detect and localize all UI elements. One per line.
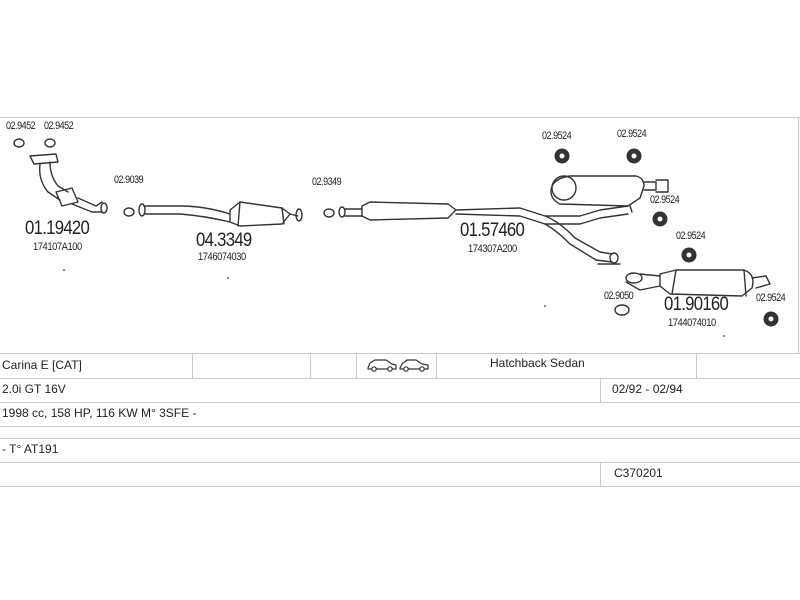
car-icon [367, 359, 429, 372]
vehicle-model: Carina E [CAT] [2, 358, 82, 372]
centre-pipe-drawing [338, 175, 669, 265]
gasket-ring-3 [123, 207, 135, 217]
diagram-right-border [798, 118, 799, 354]
fitting-code-hanger-2: 02.9524 [617, 128, 647, 140]
column-divider [356, 354, 357, 378]
hanger-1 [554, 148, 570, 164]
hanger-4 [681, 247, 697, 263]
fitting-code-gasket-5: 02.9050 [604, 290, 634, 302]
gasket-ring-2 [44, 138, 56, 148]
fitting-code-hanger-4: 02.9524 [676, 230, 706, 242]
column-divider [310, 354, 311, 378]
fitting-code-hanger-5: 02.9524 [756, 292, 786, 304]
part-code-front-pipe: 01.19420 [25, 218, 90, 239]
vehicle-body-type: Hatchback Sedan [490, 356, 585, 370]
table-row: 1998 cc, 158 HP, 116 KW M° 3SFE - [0, 402, 800, 427]
table-row: C370201 [0, 462, 800, 487]
column-divider [192, 354, 193, 378]
fitting-code-hanger-1: 02.9524 [542, 130, 572, 142]
gasket-ring-4 [323, 208, 335, 218]
diagram-top-border [0, 117, 800, 118]
part-code-rear-silencer: 01.90160 [664, 294, 729, 315]
column-divider [696, 354, 697, 378]
table-row [0, 426, 800, 439]
part-code-catalytic-converter: 04.3349 [196, 230, 252, 251]
gasket-ring-1 [13, 138, 25, 148]
part-code-centre-pipe: 01.57460 [460, 220, 525, 241]
front-pipe-drawing [29, 153, 108, 214]
hanger-3 [652, 211, 668, 227]
fitting-code-hanger-3: 02.9524 [650, 194, 680, 206]
fitting-code-gasket-3: 02.9039 [114, 174, 144, 186]
part-oem-front-pipe: 174107A100 [33, 241, 82, 253]
vehicle-years: 02/92 - 02/94 [612, 382, 683, 396]
table-row: 2.0i GT 16V 02/92 - 02/94 [0, 378, 800, 403]
part-oem-catalytic-converter: 1746074030 [198, 251, 246, 263]
reference-code: C370201 [614, 466, 663, 480]
hanger-2 [626, 148, 642, 164]
column-divider [600, 378, 601, 402]
vehicle-variant: - T° AT191 [2, 442, 59, 456]
rear-silencer-drawing [625, 269, 771, 297]
vehicle-spec: 1998 cc, 158 HP, 116 KW M° 3SFE - [2, 406, 197, 420]
column-divider [436, 354, 437, 378]
fitting-code-gasket-1: 02.9452 [6, 120, 36, 132]
table-row: - T° AT191 [0, 438, 800, 463]
vehicle-engine: 2.0i GT 16V [2, 382, 66, 396]
diagram-bottom-border [0, 353, 800, 354]
exhaust-diagram: 02.9452 02.9452 02.9039 02.9349 02.9524 … [0, 118, 800, 354]
part-oem-rear-silencer: 1744074010 [668, 317, 716, 329]
part-oem-centre-pipe: 174307A200 [468, 243, 517, 255]
exhaust-drawing [13, 138, 779, 337]
fitting-code-gasket-2: 02.9452 [44, 120, 74, 132]
car-body-icons [366, 356, 430, 380]
catalytic-converter-drawing [138, 201, 303, 227]
fitting-code-gasket-4: 02.9349 [312, 176, 342, 188]
column-divider [600, 462, 601, 486]
gasket-ring-5 [614, 304, 630, 316]
hanger-5 [763, 311, 779, 327]
table-row: Carina E [CAT] Hatchback Sedan [0, 354, 800, 379]
